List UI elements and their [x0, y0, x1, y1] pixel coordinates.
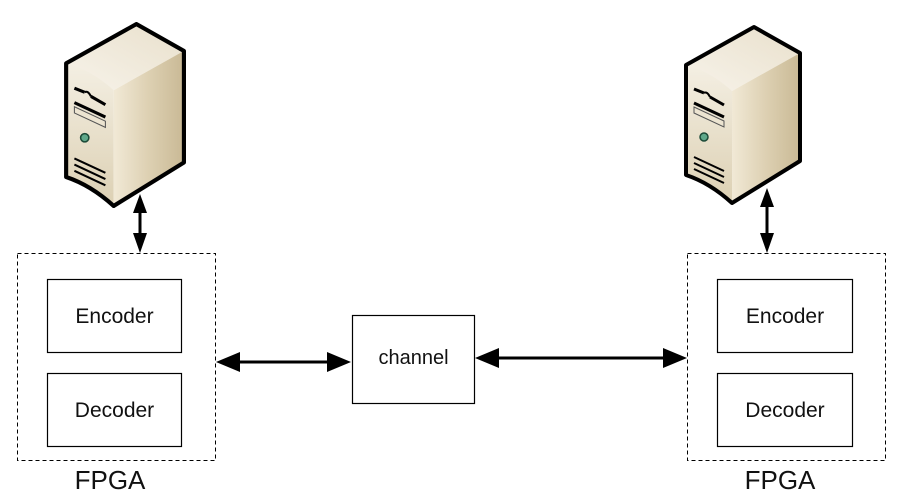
- channel-right-fpga-arrow: [475, 348, 687, 368]
- right-decoder-box: Decoder: [716, 372, 854, 448]
- right-server-fpga-arrow: [760, 188, 774, 253]
- left-fpga-block: Encoder Decoder FPGA: [17, 253, 216, 495]
- right-fpga-border: [687, 253, 886, 461]
- left-fpga-channel-arrow: [216, 352, 351, 372]
- right-encoder-label: Encoder: [746, 305, 824, 328]
- right-fpga-label: FPGA: [745, 465, 816, 495]
- left-fpga-border: [17, 253, 216, 461]
- channel-box: channel: [351, 314, 476, 405]
- right-encoder-box: Encoder: [716, 278, 854, 354]
- left-decoder-box: Decoder: [46, 372, 183, 448]
- channel-label: channel: [378, 347, 448, 369]
- left-fpga-label: FPGA: [75, 465, 146, 495]
- right-fpga-block: Encoder Decoder FPGA: [687, 253, 886, 495]
- left-decoder-label: Decoder: [75, 399, 154, 422]
- right-decoder-label: Decoder: [745, 399, 824, 422]
- left-server-icon: [66, 24, 184, 206]
- left-encoder-label: Encoder: [75, 305, 153, 328]
- left-server-fpga-arrow: [133, 194, 147, 253]
- right-server-icon: [686, 27, 800, 203]
- left-encoder-box: Encoder: [46, 278, 183, 354]
